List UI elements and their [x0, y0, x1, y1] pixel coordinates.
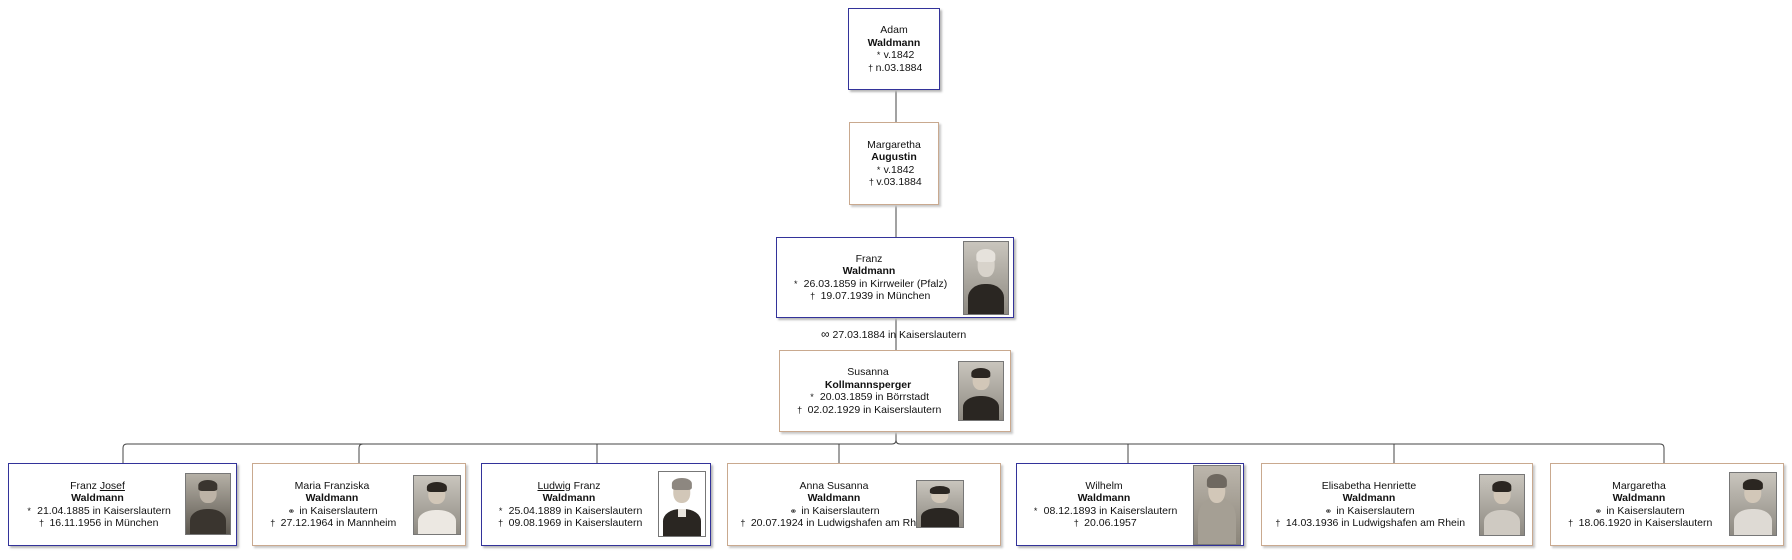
given-name: Adam — [880, 24, 908, 36]
event-place: in Kaiserslautern — [299, 504, 378, 517]
death-date: 27.12.1964 in Mannheim — [280, 517, 397, 529]
person-card-child-wilhelm[interactable]: Wilhelm Waldmann * 08.12.1893 in Kaisers… — [1016, 463, 1244, 546]
marriage-symbol: ∞ — [821, 327, 830, 341]
given-name: Anna Susanna — [799, 479, 869, 492]
death-symbol: † — [1568, 518, 1574, 528]
surname: Waldmann — [542, 492, 596, 504]
death-date: 02.02.1929 in Kaiserslautern — [807, 403, 942, 416]
death-symbol: † — [498, 518, 504, 528]
surname: Augustin — [871, 151, 917, 163]
portrait-photo — [963, 241, 1009, 315]
baptism-symbol: ⚭ — [1324, 505, 1333, 516]
death-date: 16.11.1956 in München — [49, 517, 159, 529]
given-name: Elisabetha Henriette — [1321, 479, 1417, 492]
death-date: 09.08.1969 in Kaiserslautern — [508, 517, 643, 529]
birth-date: v.1842 — [883, 163, 915, 176]
baptism-symbol: ⚭ — [789, 505, 798, 516]
surname: Waldmann — [807, 492, 861, 504]
portrait-photo — [1193, 465, 1241, 545]
given-name: Margaretha — [1612, 479, 1666, 492]
surname: Waldmann — [71, 492, 124, 504]
death-date: 20.07.1924 in Ludwigshafen am Rhein — [750, 517, 931, 529]
birth-symbol: * — [876, 50, 881, 60]
birth-date: 21.04.1885 in Kaiserslautern — [37, 504, 171, 517]
given-name: Margaretha — [867, 138, 921, 151]
surname: Waldmann — [305, 492, 359, 504]
person-card-adam[interactable]: Adam Waldmann *v.1842 †n.03.1884 — [848, 8, 940, 90]
death-symbol: † — [1073, 518, 1079, 528]
given-name: Maria Franziska — [294, 479, 370, 492]
event-place: in Kaiserslautern — [1336, 504, 1415, 517]
birth-symbol: * — [876, 164, 881, 175]
portrait-photo — [185, 473, 231, 535]
birth-date: 26.03.1859 in Kirrweiler (Pfalz) — [803, 277, 948, 290]
person-card-susanna[interactable]: Susanna Kollmannsperger * 20.03.1859 in … — [779, 350, 1011, 432]
given-name: Franz — [855, 252, 883, 265]
death-date: 18.06.1920 in Kaiserslautern — [1578, 517, 1713, 529]
person-card-child-anna-susanna[interactable]: Anna Susanna Waldmann ⚭ in Kaiserslauter… — [727, 463, 1001, 546]
baptism-symbol: ⚭ — [287, 505, 296, 516]
given-name: Wilhelm — [1085, 479, 1123, 492]
birth-date: v.1842 — [883, 49, 915, 61]
person-card-child-margaretha[interactable]: Margaretha Waldmann ⚭ in Kaiserslautern … — [1550, 463, 1784, 546]
call-name: Josef — [99, 479, 125, 492]
marriage-date: 27.03.1884 in Kaiserslautern — [832, 329, 967, 341]
birth-symbol: * — [27, 505, 31, 516]
portrait-photo — [1479, 474, 1525, 536]
death-symbol: † — [1275, 518, 1281, 528]
birth-symbol: * — [793, 278, 798, 289]
portrait-photo — [958, 361, 1004, 421]
event-place: in Kaiserslautern — [1606, 504, 1685, 517]
birth-date: 08.12.1893 in Kaiserslautern — [1043, 504, 1178, 517]
person-card-margaretha-augustin[interactable]: Margaretha Augustin *v.1842 †v.03.1884 — [849, 122, 939, 205]
death-symbol: † — [740, 518, 746, 528]
given-name: Franz Josef — [70, 479, 125, 492]
birth-symbol: * — [1033, 505, 1038, 516]
portrait-photo — [658, 471, 706, 537]
death-symbol: † — [797, 404, 803, 415]
death-symbol: † — [868, 177, 874, 187]
death-date: n.03.1884 — [875, 61, 923, 74]
portrait-photo — [1729, 472, 1777, 536]
death-symbol: † — [39, 518, 45, 528]
person-card-child-ludwig-franz[interactable]: Ludwig Franz Waldmann * 25.04.1889 in Ka… — [481, 463, 711, 546]
death-symbol: † — [270, 518, 276, 528]
call-name: Ludwig — [537, 479, 571, 492]
given-name: Ludwig Franz — [537, 479, 601, 492]
death-date: 19.07.1939 in München — [820, 290, 931, 302]
birth-date: 25.04.1889 in Kaiserslautern — [508, 504, 643, 517]
death-symbol: † — [868, 62, 874, 73]
surname: Waldmann — [867, 36, 921, 49]
person-card-franz[interactable]: Franz Waldmann * 26.03.1859 in Kirrweile… — [776, 237, 1014, 318]
death-symbol: † — [810, 291, 816, 301]
baptism-symbol: ⚭ — [1594, 505, 1603, 516]
marriage-info: ∞ 27.03.1884 in Kaiserslautern — [821, 327, 966, 341]
person-card-child-maria-franziska[interactable]: Maria Franziska Waldmann ⚭ in Kaiserslau… — [252, 463, 466, 546]
birth-date: 20.03.1859 in Börrstadt — [819, 391, 930, 403]
birth-symbol: * — [810, 392, 814, 402]
surname: Waldmann — [1612, 492, 1666, 504]
person-card-child-elisabetha-henriette[interactable]: Elisabetha Henriette Waldmann ⚭ in Kaise… — [1261, 463, 1533, 546]
death-date: 14.03.1936 in Ludwigshafen am Rhein — [1285, 517, 1466, 529]
surname: Kollmannsperger — [824, 378, 912, 391]
event-place: in Kaiserslautern — [801, 504, 880, 517]
surname: Waldmann — [842, 265, 896, 277]
person-card-child-franz-josef[interactable]: Franz Josef Waldmann * 21.04.1885 in Kai… — [8, 463, 237, 546]
given-name: Susanna — [847, 366, 889, 378]
surname: Waldmann — [1342, 492, 1396, 504]
birth-symbol: * — [498, 505, 503, 516]
surname: Waldmann — [1077, 492, 1131, 504]
death-date: 20.06.1957 — [1084, 517, 1137, 529]
portrait-photo — [916, 480, 964, 528]
portrait-photo — [413, 475, 461, 535]
death-date: v.03.1884 — [876, 176, 922, 188]
